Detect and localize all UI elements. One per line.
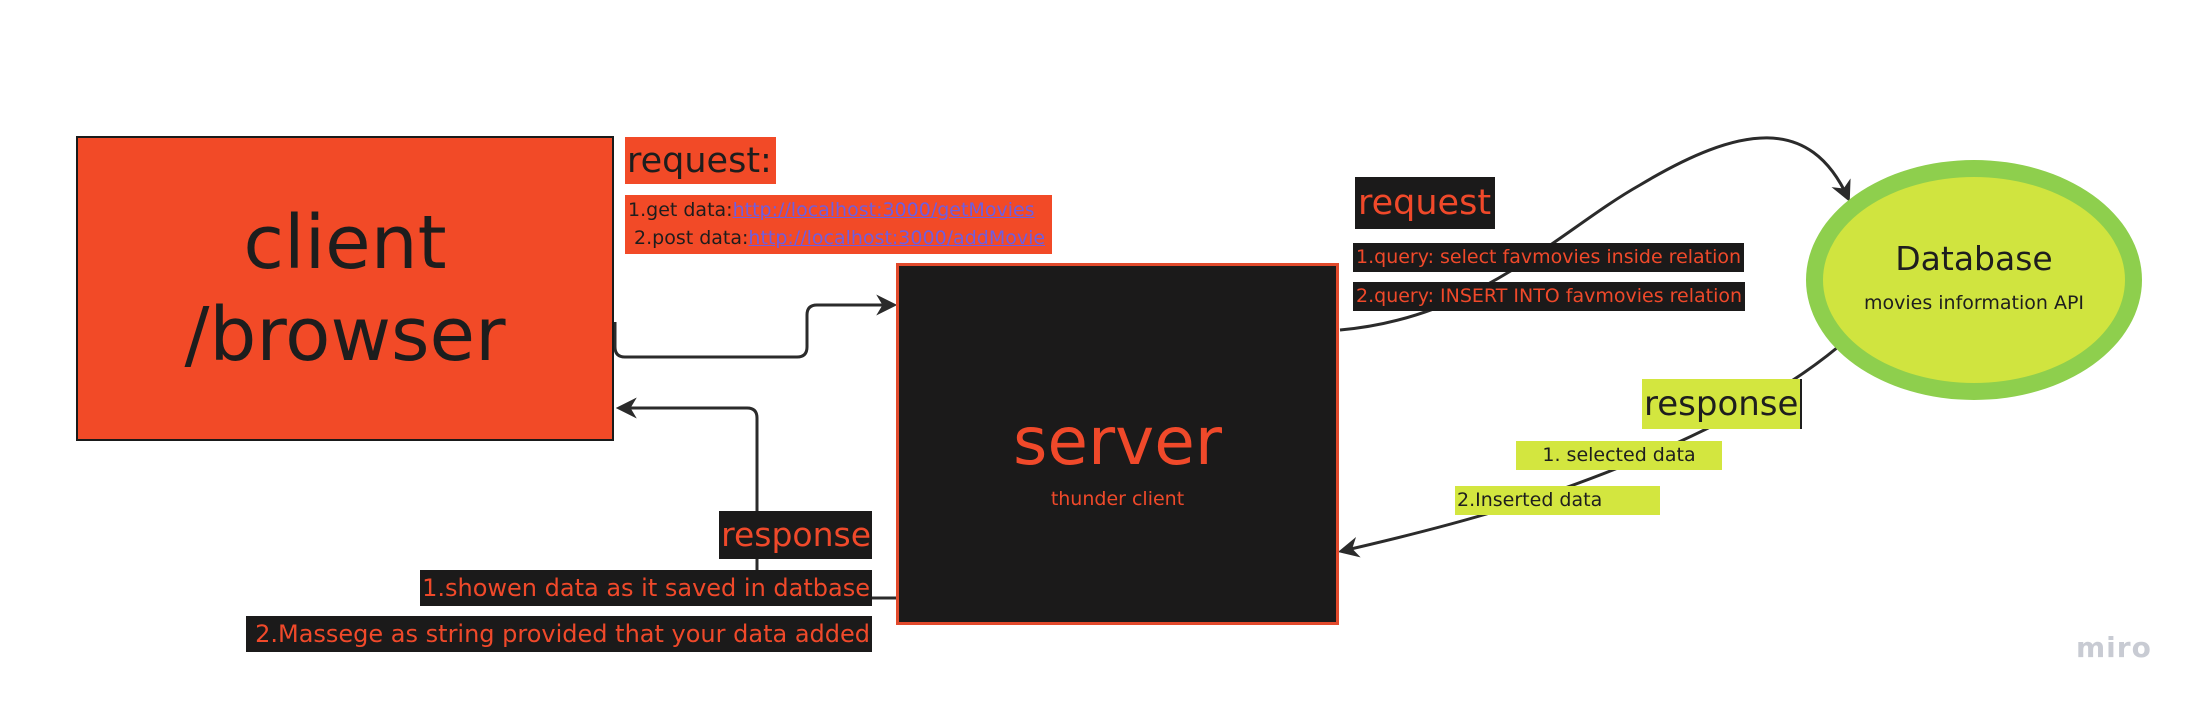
- database-title: Database: [1895, 238, 2053, 278]
- client-browser-node: client /browser: [76, 136, 614, 441]
- post-endpoint-label: 2.post data:: [634, 227, 749, 249]
- selected-data-label: 1. selected data: [1516, 441, 1722, 470]
- client-response-label: response: [719, 511, 872, 559]
- message-string-label: 2.Massege as string provided that your d…: [246, 616, 872, 652]
- get-endpoint-label: 1.get data:: [628, 199, 733, 221]
- database-subtitle: movies information API: [1863, 291, 2085, 314]
- client-request-label: request:: [625, 137, 776, 184]
- client-label-line1: client: [243, 199, 447, 286]
- server-node: server thunder client: [896, 263, 1339, 625]
- post-endpoint-link[interactable]: http://localhost:3000/addMovie: [748, 227, 1046, 249]
- inserted-data-label: 2.Inserted data: [1455, 486, 1660, 515]
- server-subtitle: thunder client: [1050, 488, 1185, 510]
- get-endpoint-link[interactable]: http://localhost:3000/getMovies: [732, 199, 1035, 221]
- database-node: Database movies information API: [1806, 160, 2142, 400]
- database-response-label: response: [1642, 379, 1803, 429]
- query-insert-label: 2.query: INSERT INTO favmovies relation: [1353, 282, 1746, 311]
- get-endpoint-row: 1.get data:http://localhost:3000/getMovi…: [628, 196, 1052, 224]
- post-endpoint-row: 2.post data:http://localhost:3000/addMov…: [628, 224, 1052, 252]
- server-title: server: [1013, 403, 1222, 480]
- server-request-label: request: [1355, 177, 1496, 229]
- miro-watermark: miro: [2076, 631, 2152, 664]
- query-select-label: 1.query: select favmovies inside relatio…: [1353, 243, 1745, 272]
- client-request-endpoints: 1.get data:http://localhost:3000/getMovi…: [625, 195, 1052, 254]
- shown-data-label: 1.showen data as it saved in datbase: [420, 570, 872, 606]
- client-to-server-arrow: [613, 294, 898, 359]
- client-label-line2: /browser: [184, 291, 506, 378]
